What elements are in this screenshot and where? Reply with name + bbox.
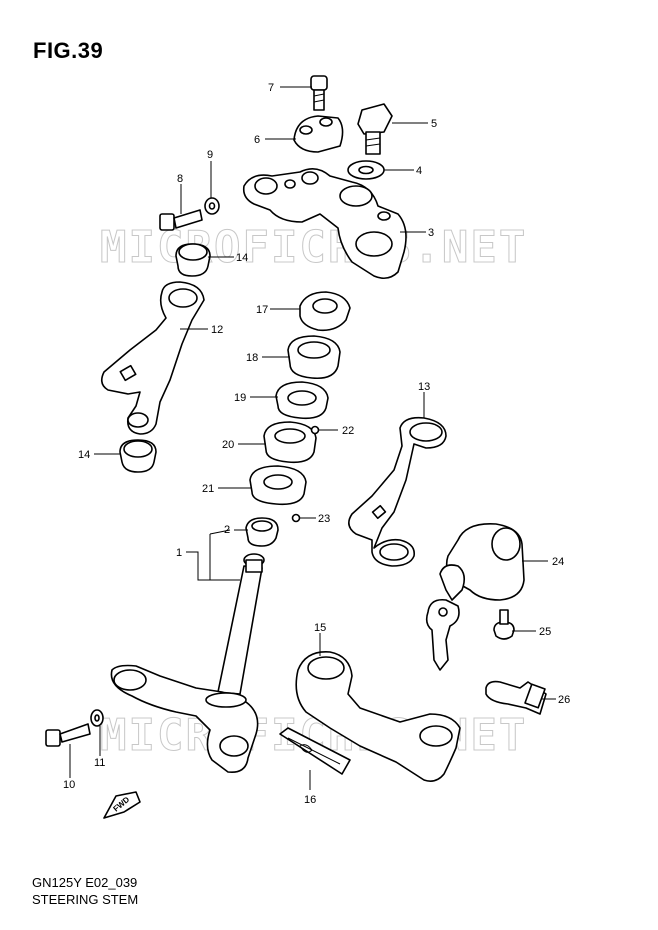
part-15-lower-bracket (295, 651, 461, 782)
callout-18: 18 (246, 352, 258, 364)
part-11-washer (90, 709, 104, 727)
callout-17: 17 (256, 304, 268, 316)
callout-5: 5 (431, 118, 437, 130)
callout-7: 7 (268, 82, 274, 94)
part-2-bearing-cone (245, 517, 279, 547)
callout-9: 9 (207, 149, 213, 161)
callout-16: 16 (304, 794, 316, 806)
callout-23: 23 (318, 513, 330, 525)
part-19-bearing-race (275, 381, 329, 420)
callout-24: 24 (552, 556, 564, 568)
figure-name: STEERING STEM (32, 892, 139, 907)
part-20-bearing (263, 421, 317, 464)
callout-3: 3 (428, 227, 434, 239)
part-13-right-bracket (348, 416, 447, 567)
callout-25: 25 (539, 626, 551, 638)
part-17-steering-nut (299, 291, 351, 332)
part-1-steering-stem (110, 553, 265, 774)
callout-14-upper: 14 (236, 252, 248, 264)
callout-22: 22 (342, 425, 354, 437)
part-26-switch-plug (485, 680, 547, 715)
part-24-ignition-switch (425, 523, 525, 671)
part-4-washer (347, 160, 385, 180)
callout-8: 8 (177, 173, 183, 185)
part-7-bolt (310, 75, 328, 111)
part-21-lower-race (249, 465, 307, 506)
part-12-left-bracket (100, 281, 205, 435)
part-3-upper-bracket (242, 168, 407, 280)
callout-6: 6 (254, 134, 260, 146)
callout-2: 2 (224, 524, 230, 536)
part-8-bolt (159, 209, 203, 231)
callout-10: 10 (63, 779, 75, 791)
callout-20: 20 (222, 439, 234, 451)
part-25-screw (493, 609, 515, 640)
part-9-washer (204, 197, 220, 215)
callout-4: 4 (416, 165, 422, 177)
fwd-arrow-icon: FWD (103, 791, 141, 819)
figure-title: FIG.39 (33, 38, 104, 63)
callout-21: 21 (202, 483, 214, 495)
callout-11: 11 (94, 757, 105, 769)
callout-19: 19 (234, 392, 246, 404)
part-14-bushing-upper (175, 243, 211, 277)
part-10-bolt (45, 723, 91, 747)
callout-13: 13 (418, 381, 430, 393)
part-14-bushing-lower (119, 439, 157, 473)
callout-14-lower: 14 (78, 449, 90, 461)
part-5-stem-bolt (357, 103, 393, 155)
part-22-steel-ball (310, 425, 320, 435)
leader-lines (69, 86, 556, 790)
callout-15: 15 (314, 622, 326, 634)
part-6-handlebar-clamp (293, 115, 344, 153)
callout-1: 1 (176, 547, 182, 559)
callout-26: 26 (558, 694, 570, 706)
part-16-plate (279, 727, 351, 775)
figure-code: GN125Y E02_039 (32, 875, 138, 890)
callout-12: 12 (211, 324, 223, 336)
part-23-steel-ball (291, 513, 301, 523)
part-18-dust-seal (287, 335, 341, 380)
